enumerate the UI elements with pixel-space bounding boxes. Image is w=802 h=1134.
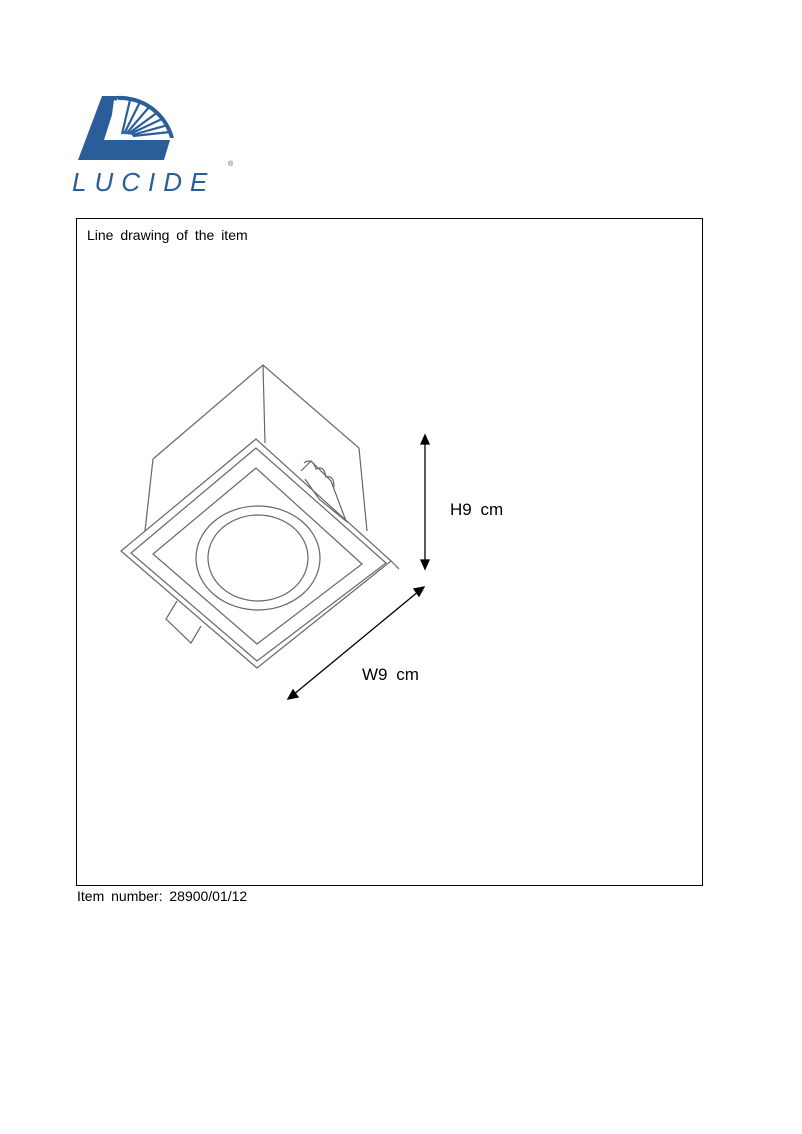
lucide-logo: LUCIDE ® — [72, 95, 234, 197]
logo-l-mark — [78, 96, 170, 160]
height-label: H9 cm — [450, 500, 504, 519]
item-number: Item number: 28900/01/12 — [77, 888, 248, 904]
logo-wordmark: LUCIDE — [72, 167, 215, 197]
frame-caption: Line drawing of the item — [87, 227, 248, 243]
item-line-drawing — [120, 364, 431, 700]
width-label: W9 cm — [362, 665, 419, 684]
logo-registered-mark: ® — [228, 160, 234, 168]
width-arrow — [292, 590, 420, 696]
drawing-frame: Line drawing of the item H9 cm W9 cm — [76, 218, 703, 886]
